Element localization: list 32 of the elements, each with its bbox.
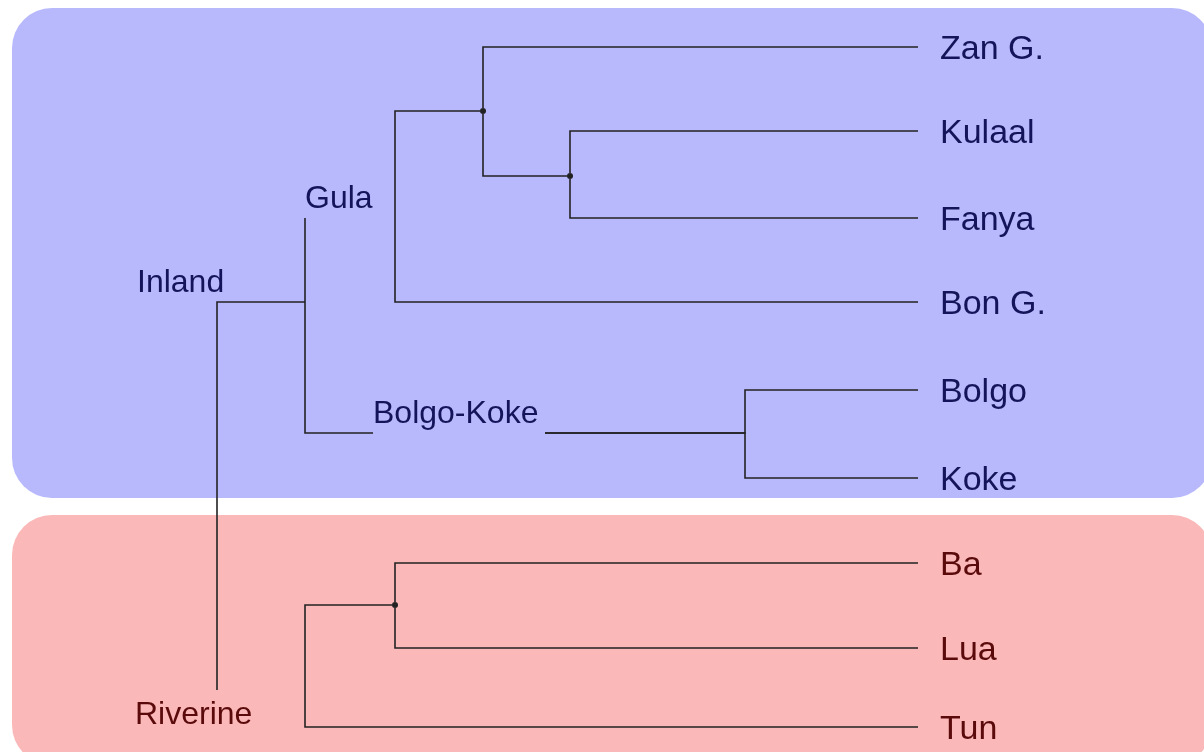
tree-branch [304, 711, 919, 728]
leaf-label: Kulaal [918, 109, 1098, 153]
clade-label: Riverine [135, 690, 305, 734]
leaf-label: Lua [918, 626, 1098, 670]
tree-branch [394, 562, 919, 603]
tree-branch [544, 432, 919, 479]
leaf-label: Bolgo [918, 368, 1098, 412]
tree-branch [216, 301, 306, 691]
clade-label: Gula [305, 176, 395, 218]
tree-branch [569, 178, 919, 219]
leaf-label: Fanya [918, 196, 1098, 240]
group-band [12, 515, 1204, 752]
tree-branch [304, 604, 393, 713]
junction-dot [567, 173, 573, 179]
leaf-label: Zan G. [918, 25, 1098, 69]
tree-branch [304, 217, 306, 303]
tree-branch [482, 113, 568, 177]
leaf-label: Tun [918, 705, 1098, 749]
tree-branch [394, 607, 919, 649]
leaf-label: Koke [918, 456, 1098, 500]
junction-dot [392, 602, 398, 608]
group-band [12, 8, 1204, 498]
tree-branch [394, 110, 481, 219]
clade-label: Bolgo-Koke [373, 388, 545, 433]
tree-branch [304, 301, 374, 434]
leaf-label: Bon G. [918, 280, 1098, 324]
leaf-label: Ba [918, 541, 1098, 585]
tree-branch [482, 46, 919, 109]
tree-branch [569, 130, 919, 174]
tree-branch [394, 217, 919, 303]
junction-dot [480, 108, 486, 114]
clade-label: Inland [137, 262, 305, 302]
